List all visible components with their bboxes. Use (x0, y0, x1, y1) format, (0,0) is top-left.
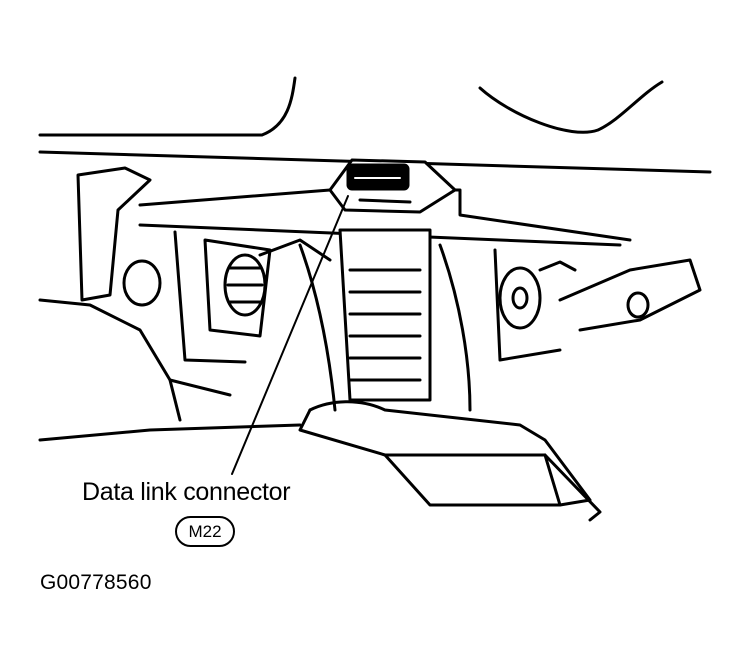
floor-trim (38, 378, 302, 442)
left-trim-panel (38, 166, 247, 397)
pedal (298, 400, 602, 522)
windshield-edge (38, 76, 664, 137)
data-link-connector (328, 158, 457, 214)
pedal-spring-column (298, 228, 472, 412)
data-link-connector-label: Data link connector (82, 478, 291, 506)
right-bracket-assembly (493, 248, 702, 362)
figure-id: G00778560 (40, 571, 152, 594)
connector-code-badge: M22 (175, 516, 235, 547)
relay-assembly (203, 238, 332, 338)
